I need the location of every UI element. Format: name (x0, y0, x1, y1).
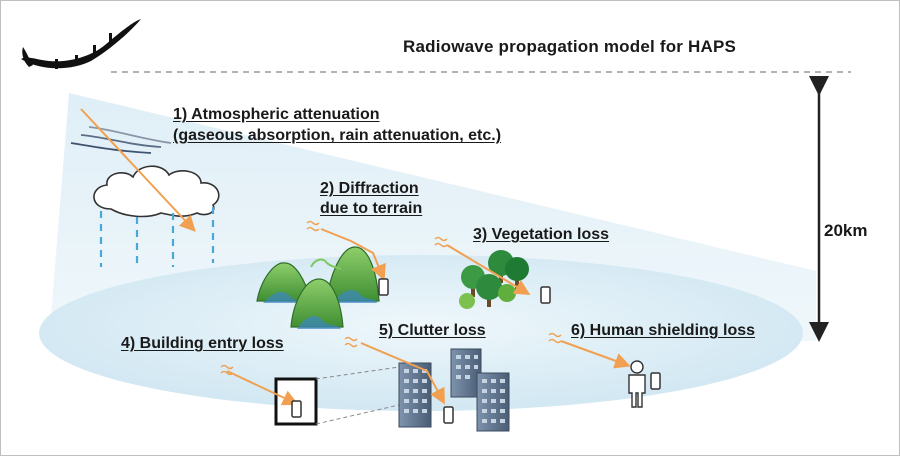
mountain-icon (256, 246, 380, 329)
building-icon (398, 348, 510, 432)
human-ray (560, 340, 631, 369)
loss-label-vegetation: 3) Vegetation loss (473, 226, 610, 243)
clutter-ray (360, 342, 445, 405)
radio-wave-icon (220, 220, 562, 376)
loss-label-clutter: 5) Clutter loss (379, 322, 486, 339)
building-entry-dash (315, 366, 400, 425)
building-entry-ray (226, 370, 299, 406)
person-icon (628, 360, 646, 408)
haps-aircraft-icon (21, 19, 141, 69)
loss-label-diffraction: 2) Diffraction (320, 180, 419, 197)
diffraction-ray (320, 228, 386, 281)
loss-label-atmospheric: 1) Atmospheric attenuation (173, 106, 380, 123)
wind-icon (70, 126, 172, 154)
cloud-icon (93, 165, 220, 218)
atmospheric-ray (80, 108, 196, 232)
loss-label-building-entry: 4) Building entry loss (121, 335, 284, 352)
rain-icon (99, 207, 215, 267)
loss-label-atmospheric-detail: (gaseous absorption, rain attenuation, e… (173, 127, 502, 144)
diagram-title: Radiowave propagation model for HAPS (403, 37, 737, 56)
altitude-label: 20km (824, 221, 868, 240)
loss-label-diffraction-detail: due to terrain (320, 200, 423, 217)
loss-label-human-shielding: 6) Human shielding loss (571, 322, 756, 339)
smartphone-icon (291, 278, 661, 424)
vegetation-ray (446, 244, 531, 296)
